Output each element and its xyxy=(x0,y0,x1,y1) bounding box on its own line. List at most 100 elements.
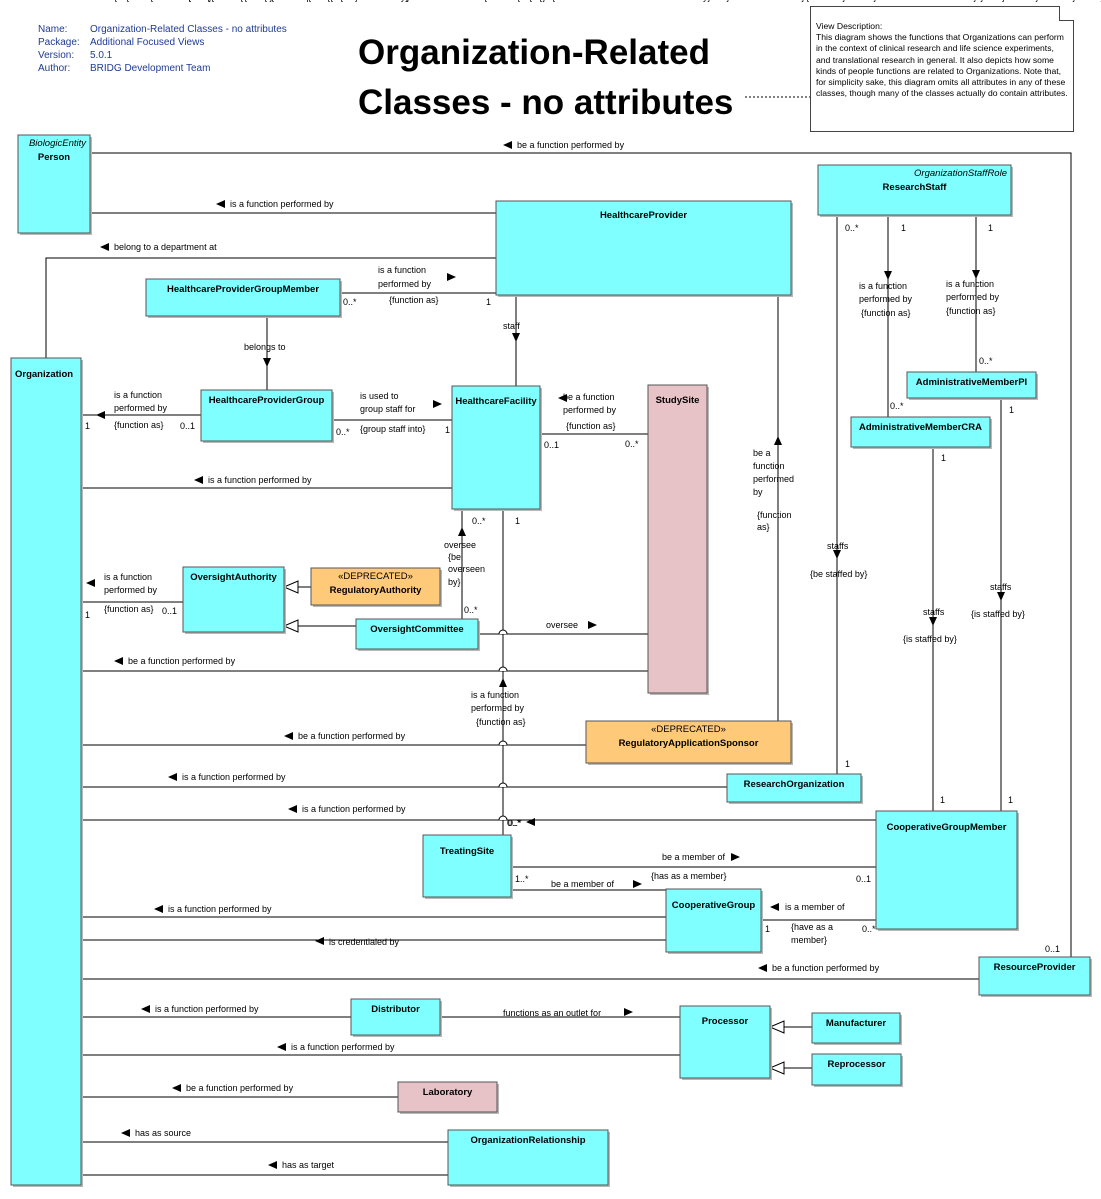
class-administrative-member-cra[interactable]: AdministrativeMemberCRA xyxy=(850,416,992,449)
class-healthcare-facility[interactable]: HealthcareFacility xyxy=(451,385,542,511)
class-distributor[interactable]: Distributor xyxy=(350,998,442,1037)
class-body xyxy=(350,998,441,1036)
direction-arrow xyxy=(96,411,105,419)
association-label: {function as} xyxy=(114,420,164,430)
direction-arrow xyxy=(268,1161,277,1169)
association-label: staff xyxy=(503,321,520,331)
class-body xyxy=(145,278,341,317)
association-lines xyxy=(45,96,1090,1176)
class-reprocessor[interactable]: Reprocessor xyxy=(811,1053,903,1087)
class-body xyxy=(182,566,285,633)
class-name: Reprocessor xyxy=(827,1059,885,1070)
association-label: be a member of xyxy=(551,879,615,889)
class-laboratory[interactable]: Laboratory xyxy=(397,1081,499,1114)
association-line xyxy=(45,257,496,358)
direction-arrow xyxy=(194,476,203,484)
association-label: be a function performed by xyxy=(298,731,406,741)
line-hop xyxy=(498,629,508,635)
direction-arrow xyxy=(770,903,779,911)
association-label: is a function performed by xyxy=(302,804,406,814)
association-label: is a function performed by xyxy=(155,1004,259,1014)
association-label: be a function performed by xyxy=(772,963,880,973)
association-label: is credentialed by xyxy=(329,937,400,947)
class-boxes: BiologicEntityPersonHealthcareProviderOr… xyxy=(10,134,1092,1187)
class-research-organization[interactable]: ResearchOrganization xyxy=(726,773,863,804)
direction-arrow xyxy=(263,358,271,367)
association-label: as} xyxy=(757,522,770,532)
class-oversight-authority[interactable]: OversightAuthority xyxy=(182,566,286,634)
association-label: {have as a xyxy=(791,922,833,932)
view-description-note: View Description: This diagram shows the… xyxy=(810,6,1074,132)
line-hop xyxy=(498,666,508,672)
meta-key: Name: xyxy=(38,24,68,35)
class-organization-relationship[interactable]: OrganizationRelationship xyxy=(447,1129,610,1187)
direction-arrow xyxy=(997,592,1005,601)
title-line-2: Classes - no attributes xyxy=(358,83,734,122)
association-label: performed by xyxy=(114,403,168,413)
class-cooperative-group[interactable]: CooperativeGroup xyxy=(665,888,763,954)
direction-arrow xyxy=(558,394,567,402)
class-oversight-committee[interactable]: OversightCommittee xyxy=(355,618,480,651)
class-healthcare-provider-group[interactable]: HealthcareProviderGroup xyxy=(200,389,334,443)
class-treating-site[interactable]: TreatingSite xyxy=(422,834,513,899)
meta-row: Author:BRIDG Development Team xyxy=(38,62,287,75)
direction-arrow xyxy=(86,579,95,587)
class-name: OversightAuthority xyxy=(190,572,277,583)
association-label: 0..1 xyxy=(162,606,177,616)
meta-value: Organization-Related Classes - no attrib… xyxy=(90,24,287,35)
class-administrative-member-pi[interactable]: AdministrativeMemberPI xyxy=(906,371,1038,400)
class-stereotype: «DEPRECATED» xyxy=(651,724,726,735)
class-stereotype: OrganizationStaffRole xyxy=(914,168,1007,179)
class-name: StudySite xyxy=(656,395,700,406)
association-label: 0..* xyxy=(625,439,639,449)
class-cooperative-group-member[interactable]: CooperativeGroupMember xyxy=(875,810,1019,931)
direction-arrow xyxy=(624,1008,633,1016)
association-label: 1 xyxy=(940,795,945,805)
class-healthcare-provider[interactable]: HealthcareProvider xyxy=(495,200,793,297)
class-manufacturer[interactable]: Manufacturer xyxy=(811,1012,902,1045)
association-label: 0..* xyxy=(626,0,656,2)
class-healthcare-provider-group-member[interactable]: HealthcareProviderGroupMember xyxy=(145,278,342,318)
class-organization[interactable]: Organization xyxy=(10,357,83,1187)
class-body xyxy=(811,1053,902,1086)
class-body xyxy=(585,720,792,764)
association-label: is a function performed by xyxy=(291,1042,395,1052)
class-regulatory-authority[interactable]: «DEPRECATED»RegulatoryAuthority xyxy=(310,567,442,607)
association-label: by} xyxy=(448,577,461,587)
association-label: 1 xyxy=(1008,795,1013,805)
association-label: staffs xyxy=(923,607,945,617)
association-label: 0..* xyxy=(862,924,876,934)
class-resource-provider[interactable]: ResourceProvider xyxy=(978,956,1092,997)
class-study-site[interactable]: StudySite xyxy=(647,384,709,695)
generalization-arrowhead xyxy=(768,1061,785,1075)
association-label: 1 xyxy=(515,516,520,526)
association-label: be a function performed by xyxy=(128,656,236,666)
meta-key: Package: xyxy=(38,37,80,48)
association-label: has as source xyxy=(135,1128,191,1138)
association-label: performed by xyxy=(378,279,432,289)
class-regulatory-application-sponsor[interactable]: «DEPRECATED»RegulatoryApplicationSponsor xyxy=(585,720,793,765)
meta-key: Version: xyxy=(38,50,75,61)
class-body xyxy=(647,384,708,694)
association-label: 0..* xyxy=(508,818,522,828)
association-label: be a function performed by xyxy=(186,1083,294,1093)
class-name: AdministrativeMemberPI xyxy=(916,377,1027,388)
association-label: be a function performed by xyxy=(517,140,625,150)
association-label: 1 xyxy=(988,223,993,233)
note-heading: View Description: xyxy=(816,21,883,31)
line-hop xyxy=(498,815,508,821)
direction-arrow xyxy=(774,436,782,445)
association-label: 0..1 xyxy=(93,0,176,2)
class-body xyxy=(495,200,792,296)
meta-value: BRIDG Development Team xyxy=(90,63,211,74)
class-body xyxy=(447,1129,609,1186)
association-label: 0..* xyxy=(890,401,904,411)
class-stereotype: «DEPRECATED» xyxy=(338,571,413,582)
association-label: {function as} xyxy=(946,306,996,316)
class-processor[interactable]: Processor xyxy=(679,1005,772,1080)
direction-arrow xyxy=(526,818,535,826)
class-body xyxy=(451,385,541,510)
direction-arrow xyxy=(588,621,597,629)
